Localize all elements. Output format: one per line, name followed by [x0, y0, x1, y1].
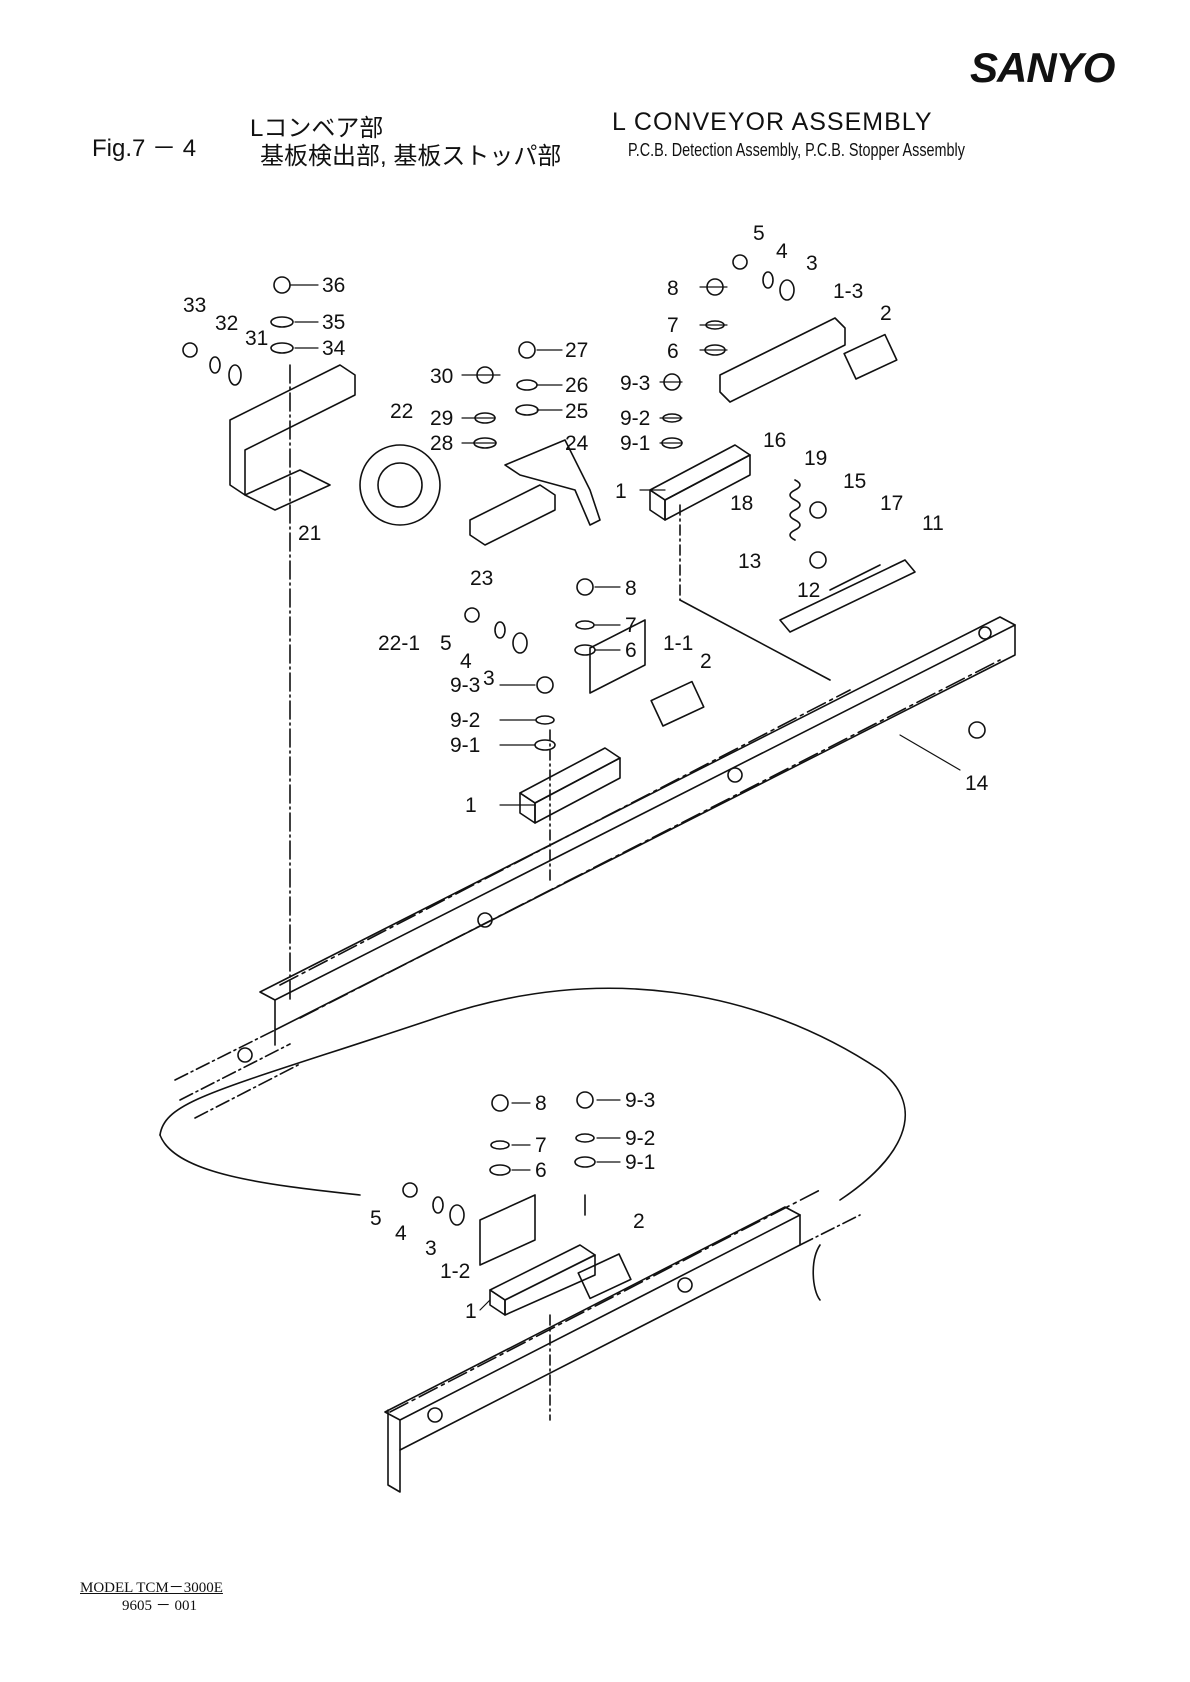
- callout: 4: [776, 240, 788, 263]
- callout: 7: [535, 1134, 547, 1157]
- callout-labels: 36 35 34 33 32 31 30 29 28 27 26 25 24 2…: [183, 222, 989, 1323]
- callout: 28: [430, 432, 453, 455]
- callout: 1: [465, 1300, 477, 1323]
- lower-conveyor-rail: [384, 1189, 861, 1493]
- callout: 26: [565, 374, 588, 397]
- callout: 9-1: [625, 1151, 655, 1174]
- callout: 30: [430, 365, 453, 388]
- callout: 7: [667, 314, 679, 337]
- callout: 1-2: [440, 1260, 470, 1283]
- callout: 1: [615, 480, 627, 503]
- callout: 12: [797, 579, 820, 602]
- callout: 6: [667, 340, 679, 363]
- subtitle-japanese: 基板検出部, 基板ストッパ部: [260, 143, 562, 170]
- upper-conveyor-rail: [174, 616, 1016, 1119]
- callout: 9-3: [450, 674, 480, 697]
- title-english: L CONVEYOR ASSEMBLY: [612, 108, 933, 136]
- callout: 2: [880, 302, 892, 325]
- sensor-bracket-upper-right: [649, 317, 898, 681]
- callout: 34: [322, 337, 346, 360]
- callout: 15: [843, 470, 866, 493]
- callout: 16: [763, 429, 786, 452]
- callout: 13: [738, 550, 761, 573]
- callout: 2: [633, 1210, 645, 1233]
- detail-boundary-outline: [159, 987, 907, 1201]
- callout: 8: [535, 1092, 547, 1115]
- callout: 5: [753, 222, 765, 245]
- model-label: MODEL TCM－3000E: [80, 1580, 223, 1596]
- callout: 33: [183, 294, 206, 317]
- figure-number: Fig.7 － 4: [92, 135, 197, 162]
- callout: 17: [880, 492, 903, 515]
- callout: 9-1: [620, 432, 650, 455]
- callout: 21: [298, 522, 321, 545]
- callout: 2: [700, 650, 712, 673]
- callout: 5: [370, 1207, 382, 1230]
- callout: 14: [965, 772, 989, 795]
- callout: 25: [565, 400, 588, 423]
- callout: 24: [565, 432, 589, 455]
- stopper-assembly: [229, 364, 916, 1001]
- callout: 29: [430, 407, 453, 430]
- sensor-bracket-center: [519, 619, 705, 881]
- callout: 31: [245, 327, 268, 350]
- subtitle-english: P.C.B. Detection Assembly, P.C.B. Stoppe…: [628, 140, 965, 160]
- sanyo-logo: SANYO: [970, 44, 1115, 91]
- callout: 7: [625, 614, 637, 637]
- callout: 1-3: [833, 280, 863, 303]
- callout: 1: [465, 794, 477, 817]
- callout: 9-1: [450, 734, 480, 757]
- callout: 36: [322, 274, 345, 297]
- callout: 9-3: [625, 1089, 655, 1112]
- callout: 23: [470, 567, 493, 590]
- title-japanese: Lコンベア部: [250, 115, 384, 142]
- callout: 9-3: [620, 372, 650, 395]
- callout: 5: [440, 632, 452, 655]
- callout: 27: [565, 339, 588, 362]
- callout: 9-2: [450, 709, 480, 732]
- callout: 6: [625, 639, 637, 662]
- callout: 9-2: [625, 1127, 655, 1150]
- document-number: 9605 － 001: [122, 1598, 198, 1614]
- callout: 19: [804, 447, 827, 470]
- callout: 9-2: [620, 407, 650, 430]
- callout: 3: [806, 252, 818, 275]
- callout: 4: [395, 1222, 407, 1245]
- callout: 1-1: [663, 632, 693, 655]
- callout: 32: [215, 312, 238, 335]
- sensor-bracket-lower: [479, 1194, 632, 1421]
- callout: 35: [322, 311, 345, 334]
- callout: 18: [730, 492, 753, 515]
- callout: 11: [922, 512, 944, 535]
- callout: 3: [425, 1237, 437, 1260]
- callout: 22-1: [378, 632, 420, 655]
- leader-lines: [289, 284, 961, 1311]
- callout: 4: [460, 650, 472, 673]
- callout: 3: [483, 667, 495, 690]
- callout: 8: [625, 577, 637, 600]
- callout: 8: [667, 277, 679, 300]
- callout: 6: [535, 1159, 547, 1182]
- callout: 22: [390, 400, 413, 423]
